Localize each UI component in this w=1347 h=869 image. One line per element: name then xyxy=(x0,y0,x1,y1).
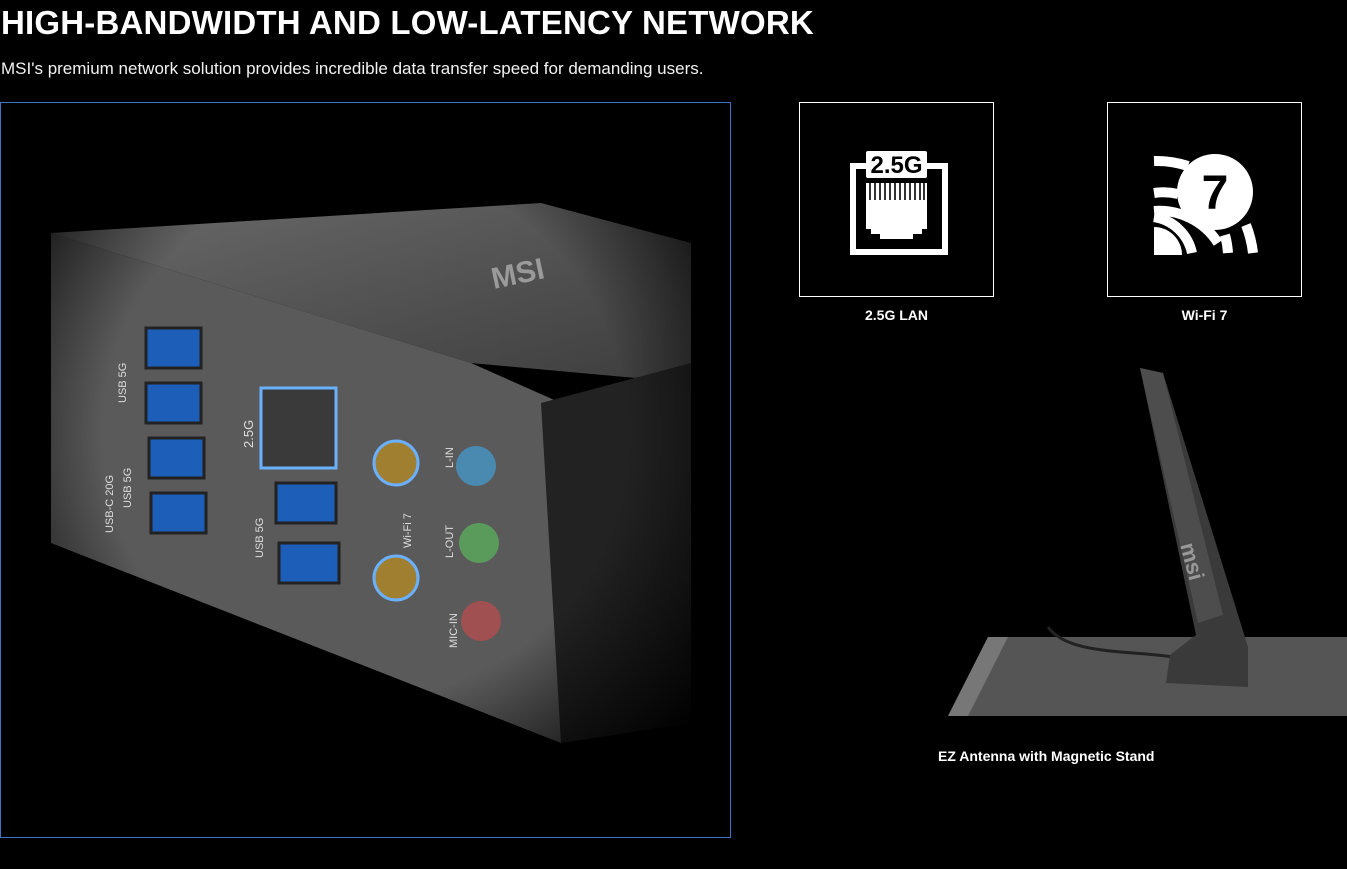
usb5g-label: USB 5G xyxy=(122,468,134,508)
antenna-cable xyxy=(1046,626,1174,659)
feature-tile-lan: 2.5G xyxy=(799,102,994,297)
usb5g-label: USB 5G xyxy=(117,363,129,403)
page-subtitle: MSI's premium network solution provides … xyxy=(1,59,704,78)
ethernet-port-icon: 2.5G xyxy=(850,151,948,255)
feature-tile-wifi: 7 xyxy=(1107,102,1302,297)
usbc-label: USB-C 20G xyxy=(104,475,116,533)
feature-label-wifi: Wi-Fi 7 xyxy=(1181,307,1228,323)
vignette-overlay xyxy=(1,103,730,837)
wifi-label: Wi-Fi 7 xyxy=(402,513,414,548)
page-title: HIGH-BANDWIDTH AND LOW-LATENCY NETWORK xyxy=(1,4,814,41)
line-out-label: L-OUT xyxy=(444,525,456,558)
line-in-label: L-IN xyxy=(444,447,456,468)
ez-antenna-image: msi xyxy=(948,365,1347,718)
antenna-caption: EZ Antenna with Magnetic Stand xyxy=(938,748,1155,764)
usb5g-label: USB 5G xyxy=(254,518,266,558)
io-panel-illustration: MSI USB 5G USB 5G USB 5G USB-C 20G 2.5G … xyxy=(1,103,730,837)
feature-label-lan: 2.5G LAN xyxy=(864,307,928,323)
wifi-7-icon: 7 xyxy=(1152,154,1258,255)
lan-label: 2.5G xyxy=(241,420,256,448)
antenna-base-surface xyxy=(948,637,1347,716)
mic-in-label: MIC-IN xyxy=(448,613,460,648)
io-panel-photo: MSI USB 5G USB 5G USB 5G USB-C 20G 2.5G … xyxy=(0,102,731,838)
wifi-badge-text: 7 xyxy=(1202,167,1229,220)
lan-badge-text: 2.5G xyxy=(870,152,922,179)
